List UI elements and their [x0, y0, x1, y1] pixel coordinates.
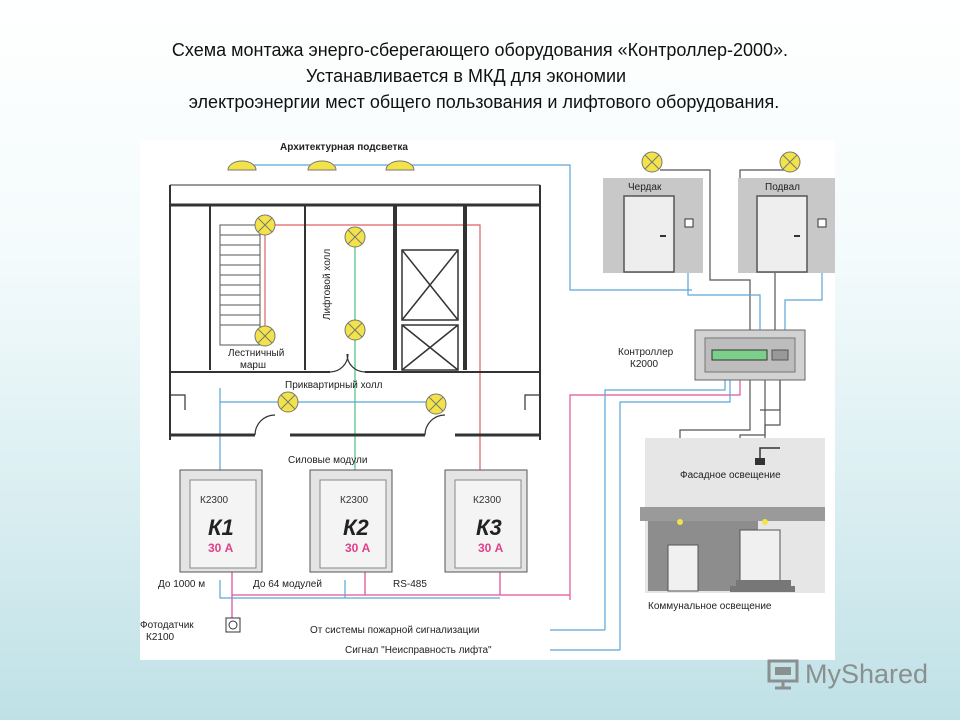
- attic-label: Чердак: [628, 182, 662, 193]
- presentation-board-icon: [767, 659, 799, 690]
- watermark-text: MyShared: [805, 659, 929, 689]
- facade-label: Фасадное освещение: [680, 470, 781, 481]
- photo-sensor-label-2: К2100: [146, 632, 175, 643]
- bus-1000-label: До 1000 м: [158, 579, 205, 590]
- rs485-bus: [231, 570, 570, 618]
- watermark: MyShared: [765, 655, 935, 695]
- controller-label-1: Контроллер: [618, 347, 674, 358]
- signal-arrows: [550, 629, 620, 651]
- basement-box: [738, 178, 835, 273]
- lamp-icon: [254, 214, 276, 236]
- lamp-icon: [277, 391, 299, 413]
- communal-label: Коммунальное освещение: [648, 601, 772, 612]
- controller-down-wires: [569, 380, 781, 650]
- arch-lamps: [227, 160, 415, 171]
- bus-64-label: До 64 модулей: [253, 579, 322, 590]
- module-link-wires: [219, 580, 500, 599]
- stair-label-1: Лестничный: [228, 348, 284, 359]
- rs485-label: RS-485: [393, 579, 427, 590]
- staircase: [219, 224, 261, 346]
- photo-sensor-label-1: Фотодатчик: [140, 620, 194, 631]
- flat-hall-label: Приквартирный холл: [285, 380, 383, 391]
- doors: [170, 353, 540, 436]
- floor-plan: [169, 184, 541, 440]
- building-facade: [640, 438, 825, 593]
- svg-text:К2300: К2300: [200, 495, 229, 506]
- lamp-icon: [344, 319, 366, 341]
- lamp-icon: [344, 226, 366, 248]
- svg-text:К2300: К2300: [473, 495, 502, 506]
- power-module-k1: К2300 К1 30 А: [179, 469, 263, 573]
- attic-box: [603, 178, 703, 273]
- lamp-icon: [254, 325, 276, 347]
- controller-k2000: [694, 329, 806, 381]
- lamp-icon: [641, 151, 663, 173]
- title-line-3: электроэнергии мест общего пользования и…: [188, 92, 780, 112]
- wiring-diagram: Архитектурная подсветка: [140, 140, 835, 660]
- title-line-2: Устанавливается в МКД для экономии: [305, 66, 627, 86]
- lamp-icon: [425, 393, 447, 415]
- svg-text:К3: К3: [476, 515, 502, 540]
- svg-text:30 А: 30 А: [208, 541, 234, 555]
- power-modules-label: Силовые модули: [288, 455, 367, 466]
- svg-text:К1: К1: [208, 515, 234, 540]
- power-module-k2: К2300 К2 30 А: [309, 469, 393, 573]
- svg-text:30 А: 30 А: [478, 541, 504, 555]
- lift-hall-label: Лифтовой холл: [321, 249, 333, 320]
- stair-label-2: марш: [240, 360, 266, 371]
- svg-text:К2: К2: [343, 515, 370, 540]
- fire-signal-label: От системы пожарной сигнализации: [310, 625, 480, 636]
- lift-signal-label: Сигнал "Неисправность лифта": [345, 644, 492, 656]
- lift-hall-wires: [219, 224, 481, 470]
- svg-text:К2300: К2300: [340, 495, 369, 506]
- elevator-shafts: [401, 249, 459, 371]
- svg-text:30 А: 30 А: [345, 541, 371, 555]
- controller-label-2: К2000: [630, 359, 659, 370]
- arch-light-label: Архитектурная подсветка: [280, 142, 408, 153]
- title-line-1: Схема монтажа энерго-сберегающего оборуд…: [171, 40, 789, 60]
- photo-sensor-icon: [225, 617, 241, 633]
- basement-label: Подвал: [765, 182, 800, 193]
- power-module-k3: К2300 К3 30 А: [444, 469, 528, 573]
- lamp-icon: [779, 151, 801, 173]
- interior-lamps: [254, 151, 801, 415]
